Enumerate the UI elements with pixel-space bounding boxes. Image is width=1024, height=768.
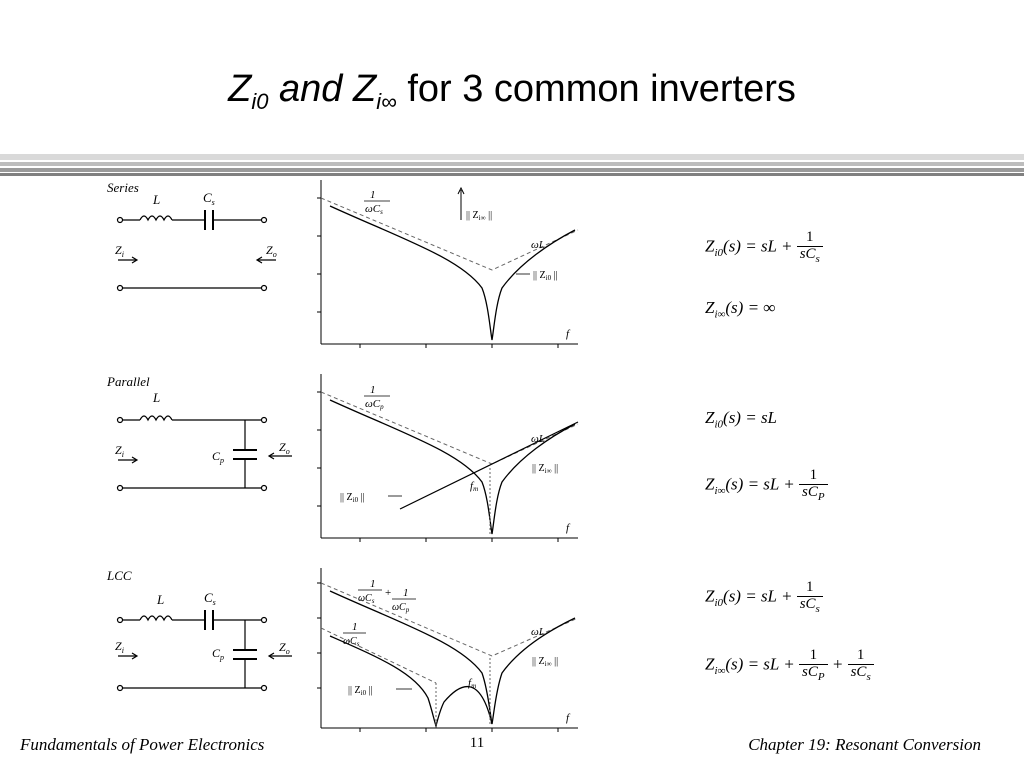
series-section: Series L Cs Zi Zo: [107, 180, 579, 348]
lcc-asym-plus: +: [385, 587, 391, 599]
lcc-asym1a-num: 1: [370, 578, 376, 590]
parallel-inductor: [139, 415, 173, 422]
series-zi0-curve: [329, 205, 576, 341]
lcc-asym1b-den: ωCp: [392, 602, 410, 614]
parallel-zinf-curve: [329, 399, 576, 535]
title-zi0: Zi0: [228, 68, 269, 114]
title-rest: for 3 common inverters: [396, 68, 796, 110]
parallel-zi-label: Zi: [115, 443, 124, 459]
series-label: Series: [107, 180, 139, 195]
parallel-asymptotes: [320, 391, 579, 465]
lcc-label: LCC: [106, 568, 132, 583]
parallel-xlabel: f: [566, 522, 571, 534]
parallel-eq-zi0: Zi0(s) = sL: [705, 408, 778, 431]
lcc-asymptotes-upper: [320, 582, 579, 657]
lcc-Cs-label: Cs: [204, 590, 216, 607]
lcc-circuit: [116, 610, 292, 692]
slide-title: Zi0 and Zi∞ for 3 common inverters: [0, 70, 1024, 113]
lcc-inductor: [139, 615, 173, 622]
parallel-Cp-label: Cp: [212, 449, 224, 465]
series-eq-zinf: Zi∞(s) = ∞: [705, 298, 776, 321]
series-zi-label: Zi: [115, 243, 124, 259]
lcc-fm-label: fm: [468, 677, 476, 690]
series-omegaL: ωL: [531, 239, 545, 251]
series-inductor: [139, 215, 173, 222]
series-circuit: [116, 210, 276, 292]
lcc-asym1a-den: ωCs: [358, 593, 375, 605]
series-asymptotes: [320, 197, 579, 271]
series-zinf-label: || Zi∞ ||: [466, 210, 492, 222]
series-L-label: L: [152, 192, 160, 207]
lcc-zi0-curve: [329, 635, 493, 729]
lcc-asym2-den: ωCs: [343, 636, 360, 648]
series-Cs-label: Cs: [203, 190, 215, 207]
lcc-zi-label: Zi: [115, 639, 124, 655]
lcc-zinf-label: || Zi∞ ||: [532, 656, 558, 668]
series-zo-label: Zo: [266, 243, 277, 259]
parallel-asym-den: ωCp: [365, 398, 384, 411]
inverters-figure: Series L Cs Zi Zo: [106, 180, 579, 732]
lcc-plot: [317, 568, 579, 732]
series-plot: [317, 180, 579, 348]
title-divider: [0, 154, 1024, 180]
parallel-zo-label: Zo: [279, 440, 290, 456]
lcc-xlabel: f: [566, 712, 571, 724]
lcc-asym2-num: 1: [352, 621, 358, 633]
parallel-zi0-line: [399, 421, 579, 510]
series-xlabel: f: [566, 328, 571, 340]
series-asym-den: ωCs: [365, 203, 383, 216]
footer-book-title: Fundamentals of Power Electronics: [20, 735, 265, 754]
lcc-zi0-label: || Zi0 ||: [348, 685, 373, 697]
lcc-asymptote-lower: [320, 627, 437, 684]
parallel-label: Parallel: [106, 374, 150, 389]
parallel-fm-label: fm: [470, 480, 478, 493]
lcc-Cp-label: Cp: [212, 646, 224, 662]
parallel-omegaL: ωL: [531, 433, 545, 445]
title-ziinf: Zi∞: [352, 68, 397, 114]
lcc-omegaL: ωL: [531, 626, 545, 638]
footer-page-number: 11: [469, 735, 485, 751]
lcc-L-label: L: [156, 592, 164, 607]
title-and: and: [268, 68, 353, 110]
lcc-asym1b-num: 1: [403, 587, 409, 599]
series-zi0-label: || Zi0 ||: [533, 270, 558, 282]
series-asym-num: 1: [370, 189, 376, 201]
lcc-section: LCC L Cs Cp Zi Zo: [106, 568, 579, 732]
parallel-asym-num: 1: [370, 384, 376, 396]
footer-chapter: Chapter 19: Resonant Conversion: [748, 735, 981, 754]
parallel-zinf-label: || Zi∞ ||: [532, 463, 558, 475]
lcc-zo-label: Zo: [279, 640, 290, 656]
parallel-L-label: L: [152, 390, 160, 405]
parallel-section: Parallel L Cp Zi Zo: [106, 374, 579, 542]
parallel-zi0-label: || Zi0 ||: [340, 492, 365, 504]
parallel-circuit: [116, 415, 292, 492]
parallel-plot: [317, 374, 579, 542]
